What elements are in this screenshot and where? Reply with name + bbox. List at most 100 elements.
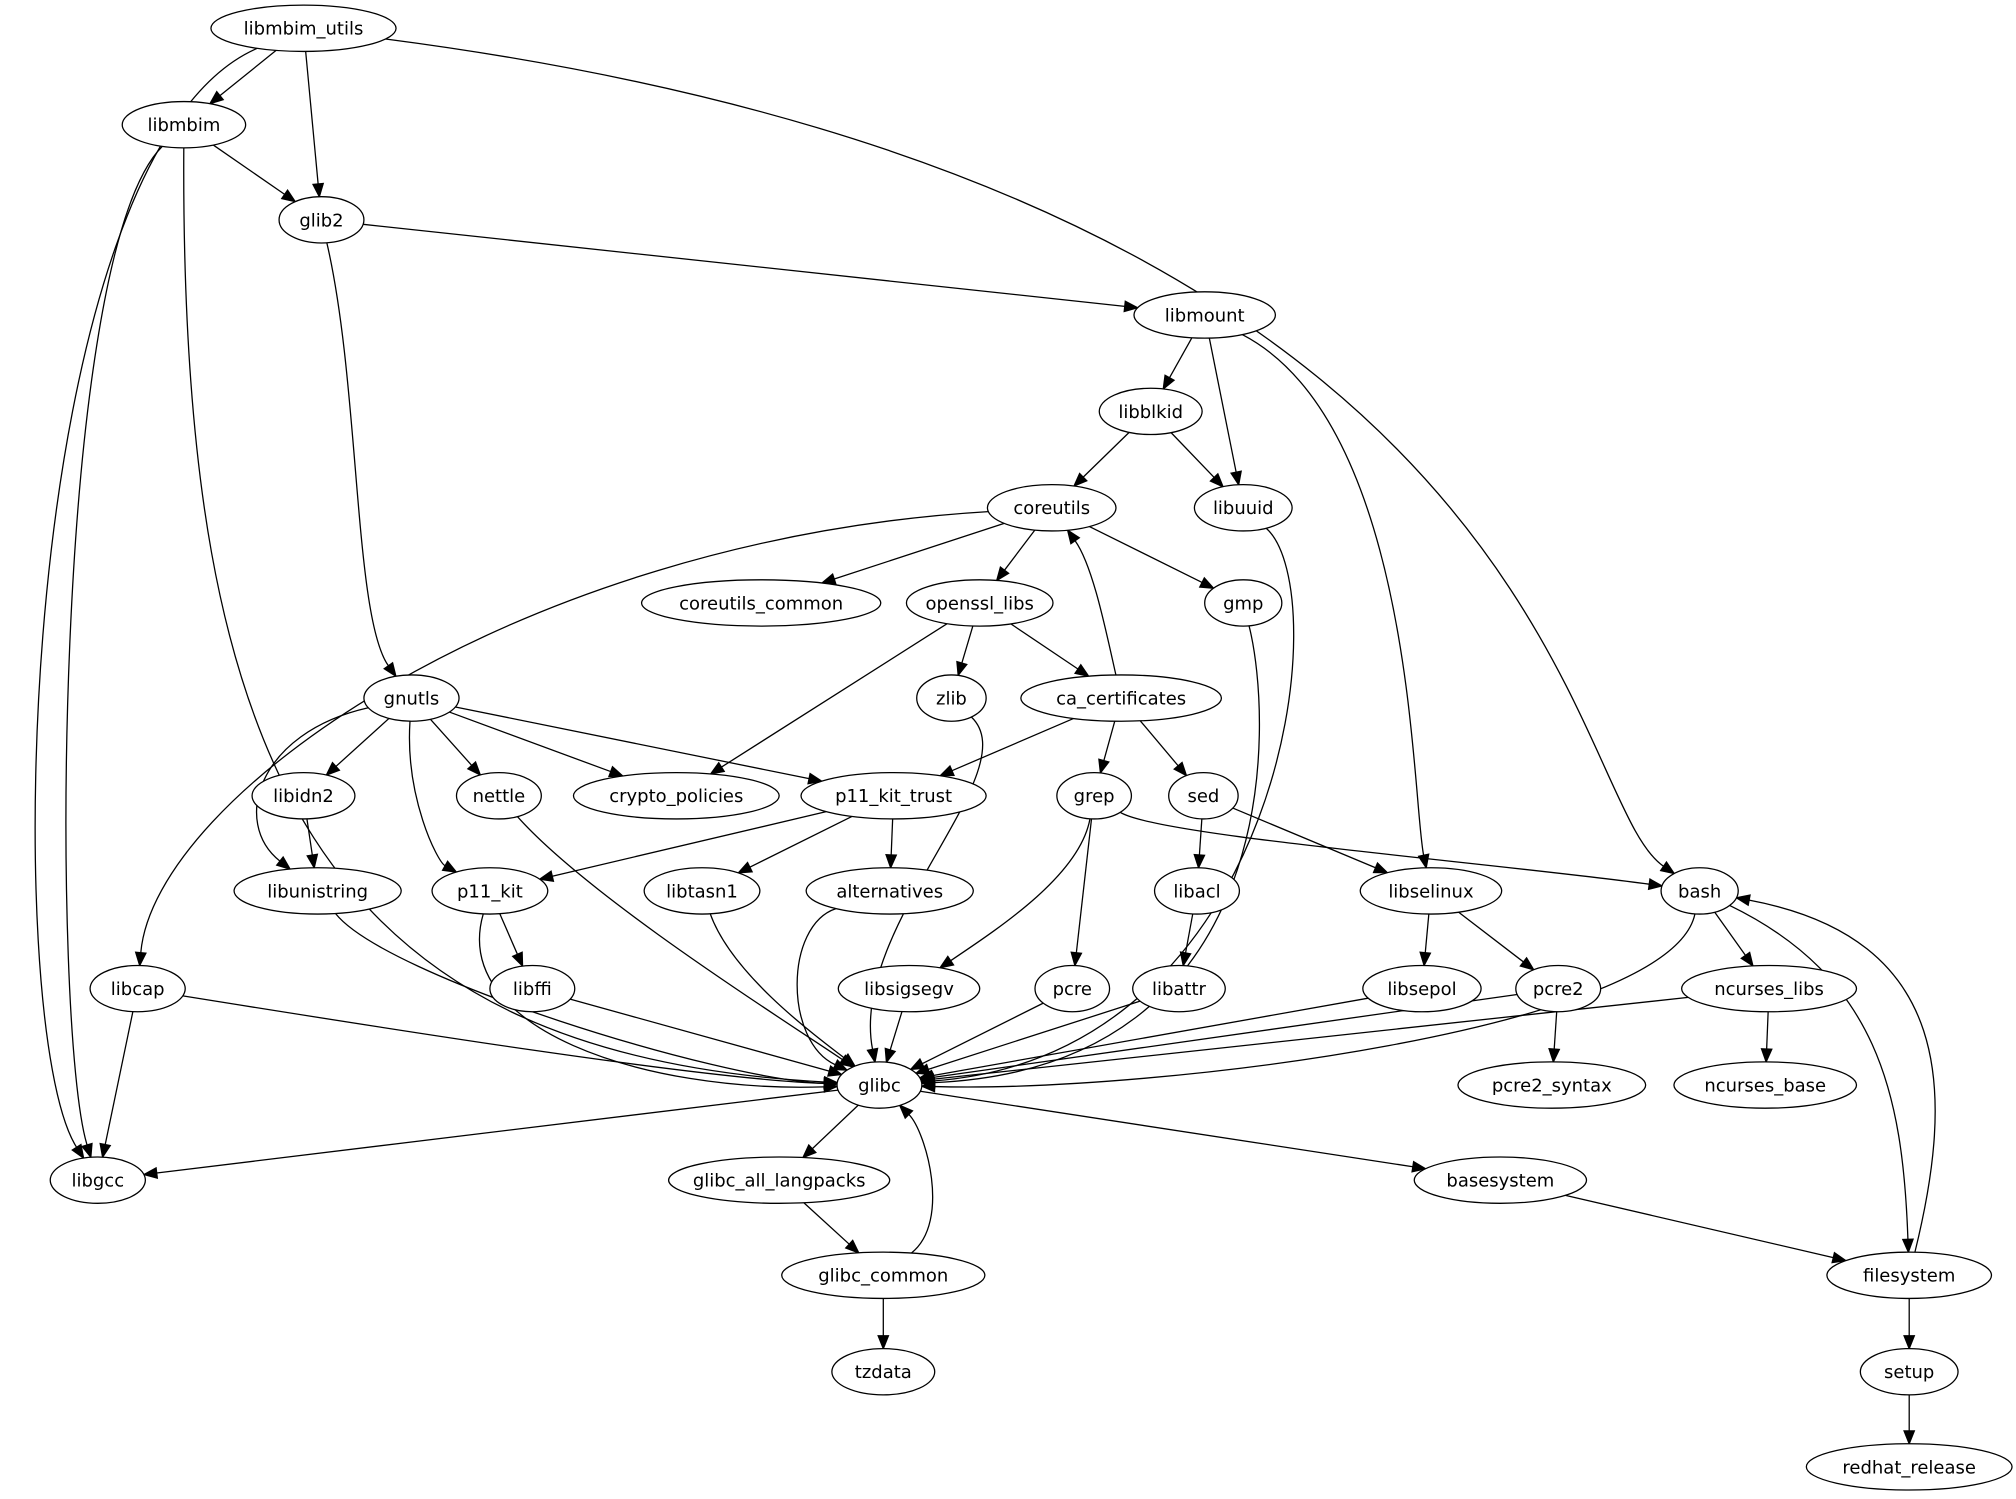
node-p11-kit[interactable]: p11_kit (431, 867, 549, 915)
node-label: glibc (858, 1075, 901, 1096)
node-libgcc[interactable]: libgcc (49, 1156, 147, 1204)
arrowhead-icon (1198, 576, 1216, 589)
node-libmbim-utils[interactable]: libmbim_utils (210, 4, 397, 53)
node-coreutils-common[interactable]: coreutils_common (640, 579, 882, 627)
edge-gnutls-to-crypto_policies (449, 711, 625, 778)
node-nettle[interactable]: nettle (455, 771, 542, 820)
edge-grep-to-libsigsegv (938, 818, 1091, 969)
node-sed[interactable]: sed (1168, 771, 1239, 820)
edge-glibc_common-to-glibc (898, 1104, 934, 1254)
arrowhead-icon (995, 565, 1010, 582)
node-label: bash (1678, 881, 1721, 902)
node-tzdata[interactable]: tzdata (831, 1347, 936, 1396)
node-libacl[interactable]: libacl (1153, 867, 1241, 915)
node-pcre[interactable]: pcre (1034, 964, 1111, 1013)
edge-libblkid-to-libuuid (1170, 432, 1225, 488)
arrowhead-icon (709, 761, 726, 775)
node-grep[interactable]: grep (1056, 771, 1133, 820)
edge-sed-to-libacl (1193, 818, 1206, 870)
node-libmbim[interactable]: libmbim (121, 100, 247, 149)
arrowhead-icon (914, 1063, 931, 1075)
arrowhead-icon (1066, 528, 1081, 545)
node-label: libuuid (1213, 498, 1274, 519)
node-glibc-common[interactable]: glibc_common (781, 1251, 986, 1300)
arrowhead-icon (807, 772, 824, 785)
node-bash[interactable]: bash (1660, 867, 1739, 915)
edge-alternatives-to-glibc (796, 908, 849, 1071)
node-label: libmount (1165, 305, 1245, 326)
node-filesystem[interactable]: filesystem (1826, 1251, 1993, 1300)
edge-filesystem-to-bash (1734, 894, 1936, 1253)
node-libidn2[interactable]: libidn2 (251, 771, 356, 820)
edge-grep-to-pcre (1070, 818, 1093, 968)
node-gmp[interactable]: gmp (1204, 579, 1283, 627)
node-libunistring[interactable]: libunistring (233, 867, 402, 915)
node-setup[interactable]: setup (1859, 1347, 1959, 1396)
node-libselinux[interactable]: libselinux (1359, 867, 1503, 915)
node-libsepol[interactable]: libsepol (1362, 964, 1482, 1013)
node-libcap[interactable]: libcap (89, 964, 186, 1013)
node-redhat-release[interactable]: redhat_release (1805, 1443, 2013, 1491)
node-libmount[interactable]: libmount (1133, 291, 1277, 339)
node-basesystem[interactable]: basesystem (1413, 1156, 1588, 1204)
edge-gnutls-to-p11_kit_trust (455, 706, 824, 785)
node-ellipse (1034, 964, 1111, 1013)
node-ellipse (572, 771, 780, 820)
node-libuuid[interactable]: libuuid (1193, 484, 1293, 532)
node-glibc[interactable]: glibc (836, 1061, 923, 1109)
edge-coreutils-to-gmp (1089, 525, 1216, 589)
node-ellipse (640, 579, 882, 627)
node-label: libtasn1 (666, 881, 738, 902)
arrowhead-icon (826, 1065, 844, 1077)
edge-pcre2-to-pcre2_syntax (1548, 1011, 1561, 1064)
arrowhead-icon (1193, 853, 1206, 870)
arrowhead-icon (1903, 1430, 1916, 1446)
node-glibc-all-langpacks[interactable]: glibc_all_langpacks (667, 1156, 891, 1204)
node-pcre2[interactable]: pcre2 (1515, 964, 1602, 1013)
node-ellipse (489, 964, 576, 1013)
node-openssl-libs[interactable]: openssl_libs (905, 579, 1054, 627)
node-coreutils[interactable]: coreutils (986, 484, 1117, 532)
node-ellipse (781, 1251, 986, 1300)
edge-openssl_libs-to-ca_certificates (1010, 623, 1091, 678)
arrowhead-icon (938, 764, 955, 777)
arrowhead-icon (1098, 758, 1110, 775)
node-label: libidn2 (273, 786, 334, 807)
arrowhead-icon (1070, 951, 1083, 968)
node-ellipse (1056, 771, 1133, 820)
node-label: pcre (1053, 979, 1092, 1000)
node-pcre2-syntax[interactable]: pcre2_syntax (1457, 1061, 1647, 1109)
edge-libsigsegv-to-glibc (884, 1011, 903, 1064)
edge-libacl-to-libattr (1179, 913, 1194, 968)
edge-ca_certificates-to-p11_kit_trust (938, 717, 1074, 777)
node-libattr[interactable]: libattr (1132, 964, 1226, 1013)
node-libblkid[interactable]: libblkid (1098, 387, 1203, 436)
node-alternatives[interactable]: alternatives (805, 867, 974, 915)
node-ellipse (455, 771, 542, 820)
arrowhead-icon (607, 765, 625, 778)
edge-grep-to-bash (1119, 811, 1664, 891)
node-gnutls[interactable]: gnutls (363, 674, 460, 722)
node-glib2[interactable]: glib2 (278, 196, 365, 244)
node-label: alternatives (836, 881, 943, 902)
node-libffi[interactable]: libffi (489, 964, 576, 1013)
node-p11-kit-trust[interactable]: p11_kit_trust (800, 771, 987, 820)
node-zlib[interactable]: zlib (916, 674, 987, 722)
edge-libmbim_utils-to-libmbim (208, 49, 277, 105)
node-ellipse (251, 771, 356, 820)
node-libsigsegv[interactable]: libsigsegv (837, 964, 981, 1013)
arrowhead-icon (1659, 860, 1676, 875)
node-ca-certificates[interactable]: ca_certificates (1020, 674, 1223, 722)
node-ellipse (1132, 964, 1226, 1013)
arrowhead-icon (1647, 878, 1664, 891)
node-crypto-policies[interactable]: crypto_policies (572, 771, 780, 820)
node-ncurses-libs[interactable]: ncurses_libs (1681, 964, 1858, 1013)
arrowhead-icon (280, 188, 297, 203)
node-ncurses-base[interactable]: ncurses_base (1673, 1061, 1858, 1109)
edge-glibc_all_langpacks-to-glibc_common (803, 1202, 860, 1255)
arrowhead-icon (866, 1047, 879, 1064)
node-libtasn1[interactable]: libtasn1 (643, 867, 761, 915)
node-label: coreutils (1013, 498, 1090, 519)
node-ellipse (89, 964, 186, 1013)
node-ellipse (278, 196, 365, 244)
